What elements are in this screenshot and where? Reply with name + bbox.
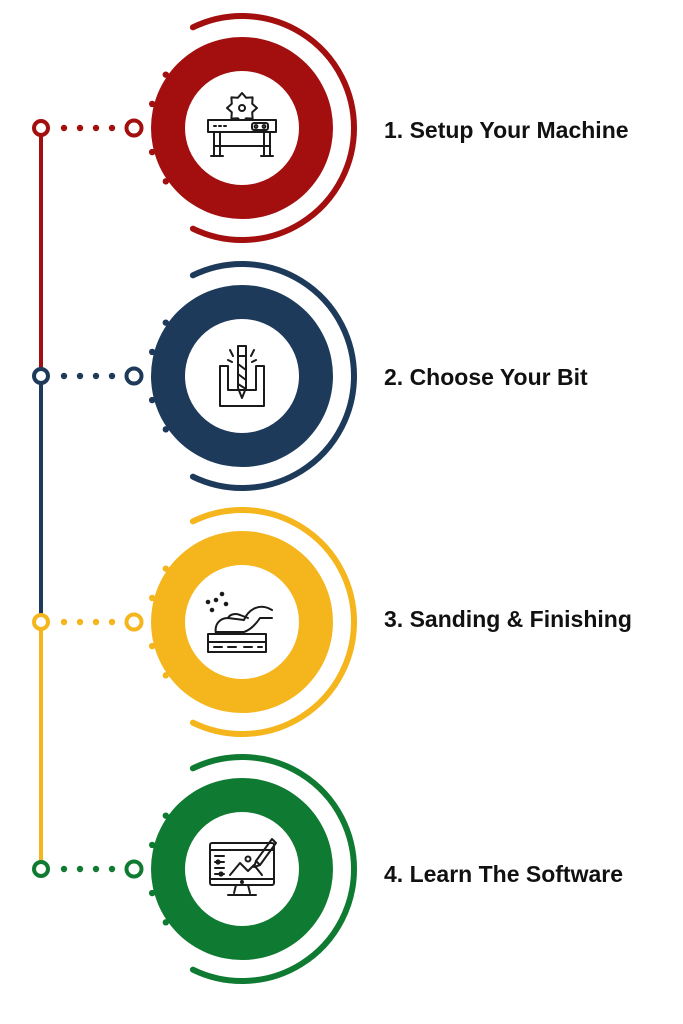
step-setup-machine [32, 13, 358, 243]
connector-dot [76, 372, 84, 380]
arc-dot [148, 100, 156, 108]
connector-dot [60, 372, 68, 380]
arc-dot [148, 642, 156, 650]
connector-ring [124, 612, 144, 632]
arc-dot [148, 348, 156, 356]
connector-dot [92, 865, 100, 873]
timeline-steps [32, 13, 358, 984]
connector-dot [60, 865, 68, 873]
arc-dot [148, 594, 156, 602]
arc-dot [148, 396, 156, 404]
connector-dot [76, 618, 84, 626]
connector-dot [76, 865, 84, 873]
step-label-choose-bit: 2. Choose Your Bit [384, 364, 588, 390]
spine-node [32, 367, 50, 385]
connector-dot [108, 865, 116, 873]
spine-node [32, 613, 50, 631]
step-label-learn-software: 4. Learn The Software [384, 861, 624, 887]
step-icon-backdrop [185, 565, 299, 679]
table-saw-icon [207, 92, 277, 157]
spine-node [32, 119, 50, 137]
arc-dot [148, 841, 156, 849]
drill-bit-icon [219, 345, 265, 407]
step-label-setup-machine: 1. Setup Your Machine [384, 117, 629, 143]
connector-dot [92, 124, 100, 132]
outer-arc [189, 754, 358, 984]
connector-dot [108, 124, 116, 132]
step-icon-backdrop [185, 812, 299, 926]
sanding-hand-icon [205, 591, 273, 653]
connector-dot [92, 372, 100, 380]
step-learn-software [32, 754, 358, 984]
connector-dot [92, 618, 100, 626]
connector-dot [60, 124, 68, 132]
connector-ring [124, 118, 144, 138]
connector-ring [124, 366, 144, 386]
arc-dot [148, 148, 156, 156]
spine-node [32, 860, 50, 878]
connector-dot [76, 124, 84, 132]
step-sanding-finishing [32, 507, 358, 737]
step-label-sanding-finishing: 3. Sanding & Finishing [384, 606, 632, 632]
connector-dot [108, 618, 116, 626]
outer-arc [189, 261, 358, 491]
arc-dot [148, 889, 156, 897]
connector-dot [108, 372, 116, 380]
design-software-monitor-icon [209, 838, 277, 896]
connector-ring [124, 859, 144, 879]
connector-dot [60, 618, 68, 626]
outer-arc [189, 13, 358, 243]
step-choose-bit [32, 261, 358, 491]
outer-arc [189, 507, 358, 737]
